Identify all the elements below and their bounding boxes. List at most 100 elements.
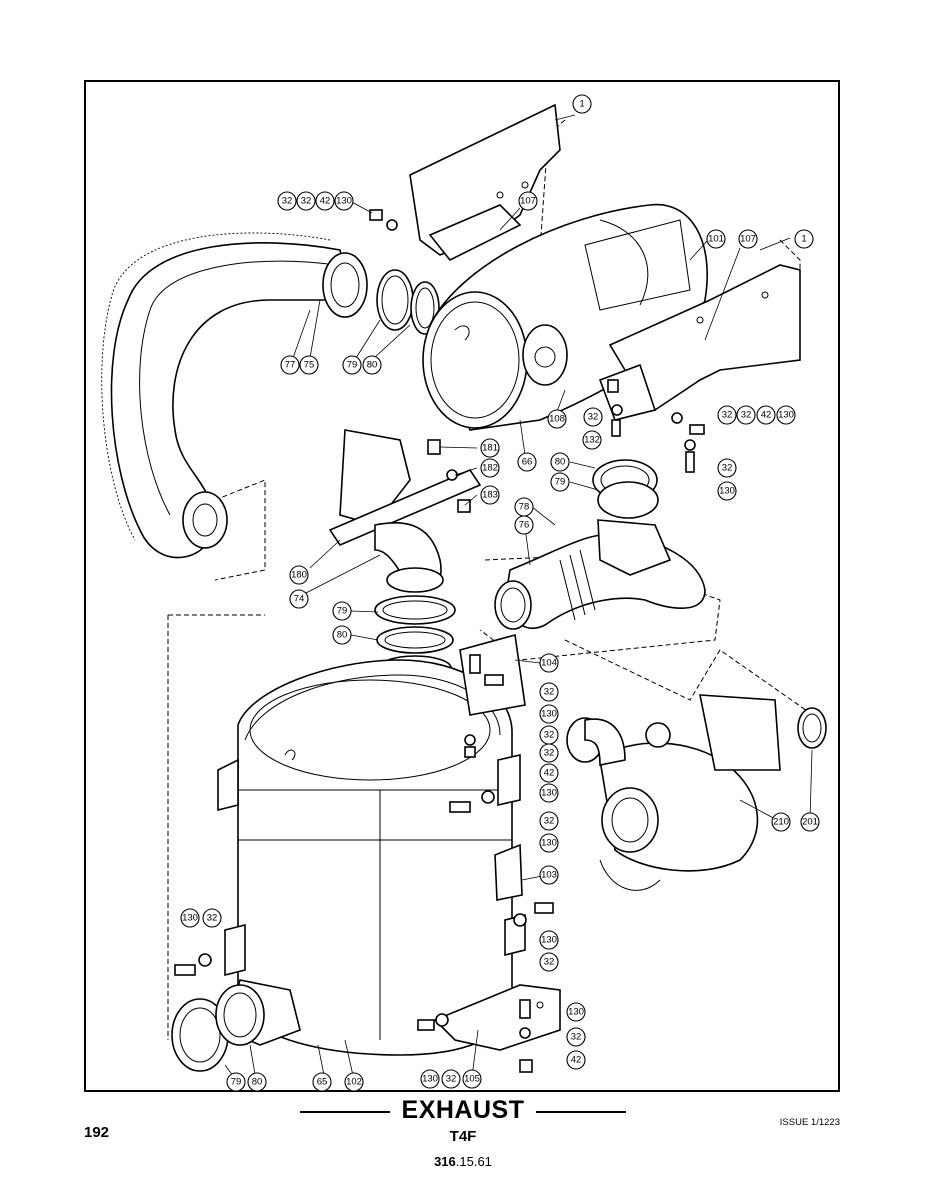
- svg-text:1: 1: [801, 234, 806, 245]
- svg-text:32: 32: [741, 410, 752, 421]
- svg-text:32: 32: [207, 913, 218, 924]
- svg-text:107: 107: [520, 196, 536, 207]
- elbow-pipe: [328, 429, 482, 593]
- title-rule-left: [300, 1111, 390, 1113]
- callout-74: 74: [289, 589, 309, 609]
- callout-130-f: 130: [539, 833, 559, 853]
- callout-32-b: 32: [296, 191, 316, 211]
- callout-182: 182: [480, 458, 500, 478]
- svg-text:42: 42: [320, 196, 331, 207]
- callout-32-i: 32: [539, 743, 559, 763]
- svg-text:103: 103: [541, 870, 557, 881]
- callout-130-d: 130: [539, 704, 559, 724]
- title-rule-right: [536, 1111, 626, 1113]
- callout-183: 183: [480, 485, 500, 505]
- svg-text:32: 32: [571, 1032, 582, 1043]
- callout-32-h: 32: [539, 725, 559, 745]
- callout-66: 66: [517, 452, 537, 472]
- callout-32-k: 32: [539, 952, 559, 972]
- exhaust-curved-pipe: [101, 232, 368, 559]
- reference-bold: 316: [434, 1154, 456, 1169]
- reference-rest: .15.61: [455, 1154, 492, 1169]
- page-number: 192: [84, 1124, 110, 1141]
- svg-text:75: 75: [304, 360, 315, 371]
- callout-32-a: 32: [277, 191, 297, 211]
- callout-32-d: 32: [717, 405, 737, 425]
- callout-32-f: 32: [717, 458, 737, 478]
- svg-text:130: 130: [541, 935, 557, 946]
- upper-bracket: [409, 103, 561, 262]
- svg-text:32: 32: [588, 412, 599, 423]
- svg-text:32: 32: [722, 410, 733, 421]
- callout-79-a: 79: [342, 355, 362, 375]
- svg-text:183: 183: [482, 490, 498, 501]
- callout-42-a: 42: [315, 191, 335, 211]
- clamps-upper: [376, 269, 440, 335]
- svg-text:105: 105: [464, 1074, 480, 1085]
- svg-text:130: 130: [778, 410, 794, 421]
- flex-pipe: [494, 459, 706, 630]
- svg-text:77: 77: [285, 360, 296, 371]
- callout-103: 103: [539, 865, 559, 885]
- callout-32-l: 32: [202, 908, 222, 928]
- callout-130-e: 130: [539, 783, 559, 803]
- svg-text:65: 65: [317, 1077, 328, 1088]
- svg-text:79: 79: [337, 606, 348, 617]
- callout-130-g: 130: [539, 930, 559, 950]
- svg-text:66: 66: [522, 457, 533, 468]
- svg-text:74: 74: [294, 594, 305, 605]
- svg-text:80: 80: [367, 360, 378, 371]
- svg-text:130: 130: [182, 913, 198, 924]
- main-muffler: [217, 659, 526, 1056]
- callout-130-h: 130: [180, 908, 200, 928]
- callout-32-n: 32: [441, 1069, 461, 1089]
- svg-text:80: 80: [252, 1077, 263, 1088]
- callout-107-b: 107: [738, 229, 758, 249]
- svg-text:130: 130: [568, 1007, 584, 1018]
- svg-text:101: 101: [708, 234, 724, 245]
- callout-132: 132: [582, 430, 602, 450]
- callout-79-b: 79: [550, 472, 570, 492]
- callout-201: 201: [800, 812, 820, 832]
- callout-130-c: 130: [717, 481, 737, 501]
- callout-80-d: 80: [247, 1072, 267, 1092]
- svg-text:80: 80: [555, 457, 566, 468]
- page-subtitle: T4F: [449, 1128, 477, 1145]
- callout-80-b: 80: [550, 452, 570, 472]
- callout-130-i: 130: [566, 1002, 586, 1022]
- svg-text:107: 107: [740, 234, 756, 245]
- svg-text:79: 79: [555, 477, 566, 488]
- svg-text:201: 201: [802, 817, 818, 828]
- callout-label: 1: [579, 99, 584, 110]
- svg-text:130: 130: [422, 1074, 438, 1085]
- callout-42-b: 42: [756, 405, 776, 425]
- svg-text:42: 42: [761, 410, 772, 421]
- turbocharger: [566, 694, 827, 891]
- svg-text:76: 76: [519, 520, 530, 531]
- callout-76: 76: [514, 515, 534, 535]
- svg-text:130: 130: [541, 838, 557, 849]
- svg-text:42: 42: [544, 768, 555, 779]
- callout-32-j: 32: [539, 811, 559, 831]
- outlet-pipe: [171, 979, 301, 1072]
- callout-130-j: 130: [420, 1069, 440, 1089]
- svg-text:102: 102: [346, 1077, 362, 1088]
- diagram-frame: [84, 80, 840, 1092]
- callout-42-d: 42: [566, 1050, 586, 1070]
- callout-102: 102: [344, 1072, 364, 1092]
- callout-1-right: 1: [794, 229, 814, 249]
- svg-text:130: 130: [336, 196, 352, 207]
- callout-108: 108: [547, 409, 567, 429]
- svg-text:32: 32: [544, 816, 555, 827]
- callout-32-c: 32: [583, 407, 603, 427]
- page-title: EXHAUST: [401, 1096, 525, 1124]
- svg-text:32: 32: [446, 1074, 457, 1085]
- callout-32-m: 32: [566, 1027, 586, 1047]
- callout-77: 77: [280, 355, 300, 375]
- svg-text:79: 79: [231, 1077, 242, 1088]
- svg-text:32: 32: [301, 196, 312, 207]
- svg-text:32: 32: [544, 748, 555, 759]
- callout-32-g: 32: [539, 682, 559, 702]
- svg-text:80: 80: [337, 630, 348, 641]
